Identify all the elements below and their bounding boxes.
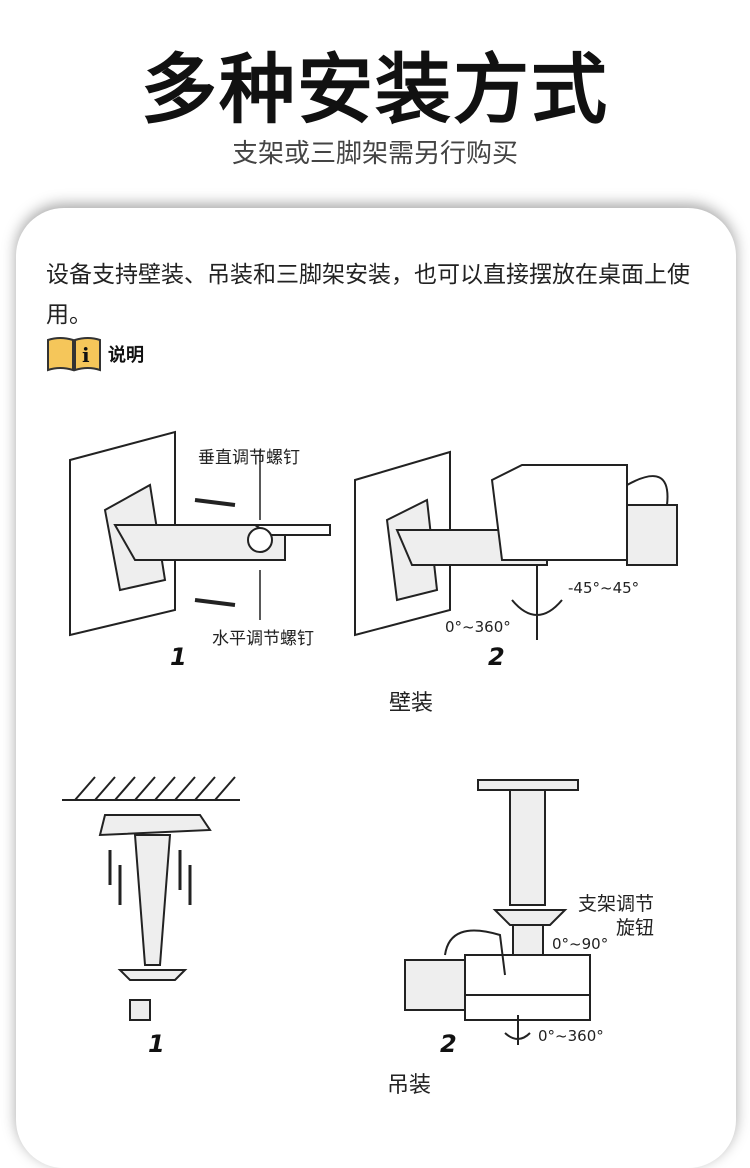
ceiling-mount-diagram-2 xyxy=(404,779,591,1045)
ceiling-step-2: 2 xyxy=(440,1030,457,1058)
label-horizontal-screw: 水平调节螺钉 xyxy=(212,629,314,649)
page-subtitle: 支架或三脚架需另行购买 xyxy=(231,139,518,169)
svg-text:i: i xyxy=(82,343,90,367)
wall-mount-diagram-1 xyxy=(69,430,331,637)
knob-label-line-1: 支架调节 xyxy=(578,893,655,915)
wall-mount-caption: 壁装 xyxy=(389,691,434,716)
ceiling-mount-diagram-1 xyxy=(62,776,240,1021)
knob-label: 支架调节 旋钮 xyxy=(578,892,654,940)
info-book-icon: i xyxy=(47,337,101,372)
ceiling-mount-caption: 吊装 xyxy=(387,1073,432,1098)
note-heading: i 说明 xyxy=(46,336,144,372)
intro-text: 设备支持壁装、吊装和三脚架安装，也可以直接摆放在桌面上使用。 xyxy=(46,262,690,328)
wall-mount-diagram-2 xyxy=(354,450,678,640)
wall-step-1: 1 xyxy=(170,643,187,671)
note-label: 说明 xyxy=(108,345,144,366)
wall-pan-angle: 0°~360° xyxy=(445,618,511,636)
knob-label-line-2: 旋钮 xyxy=(616,917,655,939)
ceiling-step-1: 1 xyxy=(148,1030,165,1058)
wall-tilt-angle: -45°~45° xyxy=(568,579,640,597)
ceiling-pan-angle: 0°~360° xyxy=(538,1027,604,1045)
wall-step-2: 2 xyxy=(488,643,505,671)
page-title: 多种安装方式 xyxy=(141,45,609,134)
label-vertical-screw: 垂直调节螺钉 xyxy=(198,448,300,468)
ceiling-tilt-angle: 0°~90° xyxy=(552,935,609,953)
